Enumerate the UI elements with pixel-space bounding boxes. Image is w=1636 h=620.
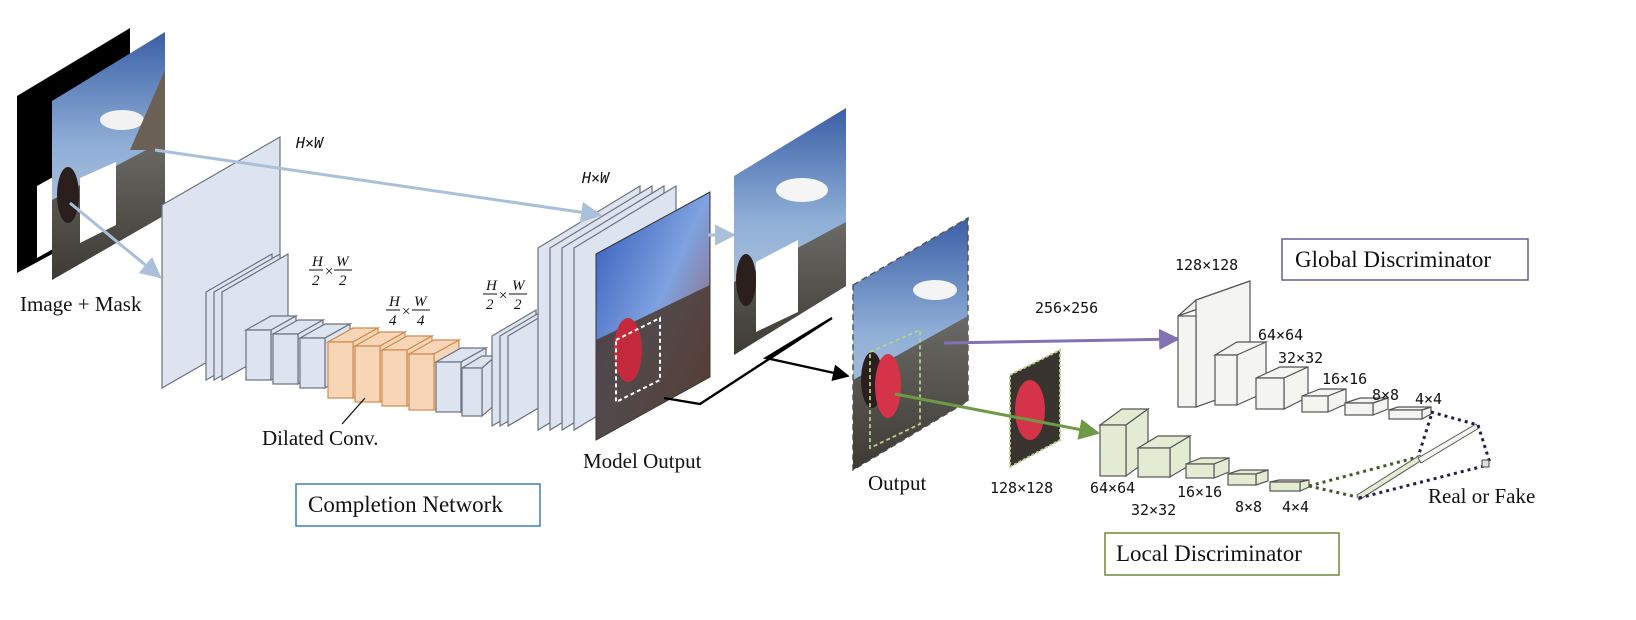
- global-dim-l3: 32×32: [1278, 349, 1323, 367]
- local-discriminator-layers: [1098, 407, 1310, 492]
- dim-full-out: H×W: [581, 169, 611, 187]
- global-dim-l5: 8×8: [1372, 386, 1399, 404]
- global-dim-l2: 64×64: [1258, 326, 1303, 344]
- model-output-image: [595, 191, 711, 441]
- dim-half-in-h: H: [311, 254, 324, 270]
- dim-half-out-w: W: [512, 278, 526, 294]
- dim-quarter: H 4 × W 4: [386, 294, 430, 329]
- dim-half-in-w-den: 2: [339, 273, 347, 289]
- local-dim-l1: 64×64: [1090, 479, 1135, 497]
- local-discriminator-title: Local Discriminator: [1116, 541, 1302, 566]
- global-discriminator-layers: [1177, 280, 1432, 421]
- dim-half-out-times: ×: [498, 288, 508, 304]
- dim-quarter-times: ×: [401, 304, 411, 320]
- input-arrow: [69, 201, 162, 279]
- global-dim-l4: 16×16: [1322, 370, 1367, 388]
- dim-half-in: H 2 × W 2: [309, 254, 352, 289]
- local-discriminator-box: [1104, 532, 1340, 576]
- dim-full-in: H×W: [295, 134, 325, 152]
- input-image-mask: [17, 28, 165, 280]
- dim-quarter-w-den: 4: [417, 313, 425, 329]
- dim-half-out-h-den: 2: [486, 297, 494, 313]
- local-dim-l5: 4×4: [1282, 498, 1309, 516]
- input-photo-cloud: [100, 110, 144, 130]
- local-dim-l4: 8×8: [1235, 498, 1262, 516]
- dim-half-in-w: W: [336, 254, 350, 270]
- dim-half-out-w-den: 2: [514, 297, 522, 313]
- dim-quarter-h-den: 4: [389, 313, 397, 329]
- dim-half-in-times: ×: [324, 264, 334, 280]
- dim-quarter-h: H: [388, 294, 401, 310]
- local-crop: [1009, 348, 1061, 469]
- composite-arrow: [663, 316, 850, 406]
- global-discriminator-box: [1281, 238, 1529, 281]
- model-output-label: Model Output: [583, 449, 702, 473]
- global-dim-l6: 4×4: [1415, 390, 1442, 408]
- local-dim-l2: 32×32: [1131, 501, 1176, 519]
- local-arrow: [894, 392, 1101, 440]
- dim-half-in-h-den: 2: [312, 273, 320, 289]
- skip-arrow-top: [154, 148, 603, 223]
- global-discriminator-title: Global Discriminator: [1295, 247, 1491, 272]
- real-or-fake-label: Real or Fake: [1428, 484, 1535, 508]
- completion-network-title: Completion Network: [308, 492, 503, 517]
- completion-network-box: [295, 483, 541, 527]
- global-arrow: [943, 328, 1181, 350]
- output-image: [852, 216, 969, 472]
- dim-quarter-w: W: [414, 294, 428, 310]
- global-input-dim: 256×256: [1035, 299, 1098, 317]
- global-dim-l1: 128×128: [1175, 256, 1238, 274]
- local-input-dim: 128×128: [990, 479, 1053, 497]
- image-mask-label: Image + Mask: [20, 292, 142, 316]
- output-label: Output: [868, 471, 927, 495]
- dim-half-out: H 2 × W 2: [483, 278, 527, 313]
- concat-bar-green: [1356, 454, 1423, 501]
- concat-bar-white: [1417, 423, 1480, 464]
- composited-image: [734, 108, 846, 355]
- dim-half-out-h: H: [485, 278, 498, 294]
- dilated-conv-label: Dilated Conv.: [262, 426, 378, 450]
- dilated-conv-pointer: [341, 397, 366, 425]
- local-dim-l3: 16×16: [1177, 483, 1222, 501]
- input-photo-person: [57, 167, 79, 223]
- input-photo-mountain: [130, 70, 165, 150]
- decoder-cubes: [433, 346, 498, 418]
- fusion-connections: [1308, 410, 1492, 501]
- input-photo-hole: [80, 162, 116, 243]
- fusion-output-node: [1481, 459, 1490, 468]
